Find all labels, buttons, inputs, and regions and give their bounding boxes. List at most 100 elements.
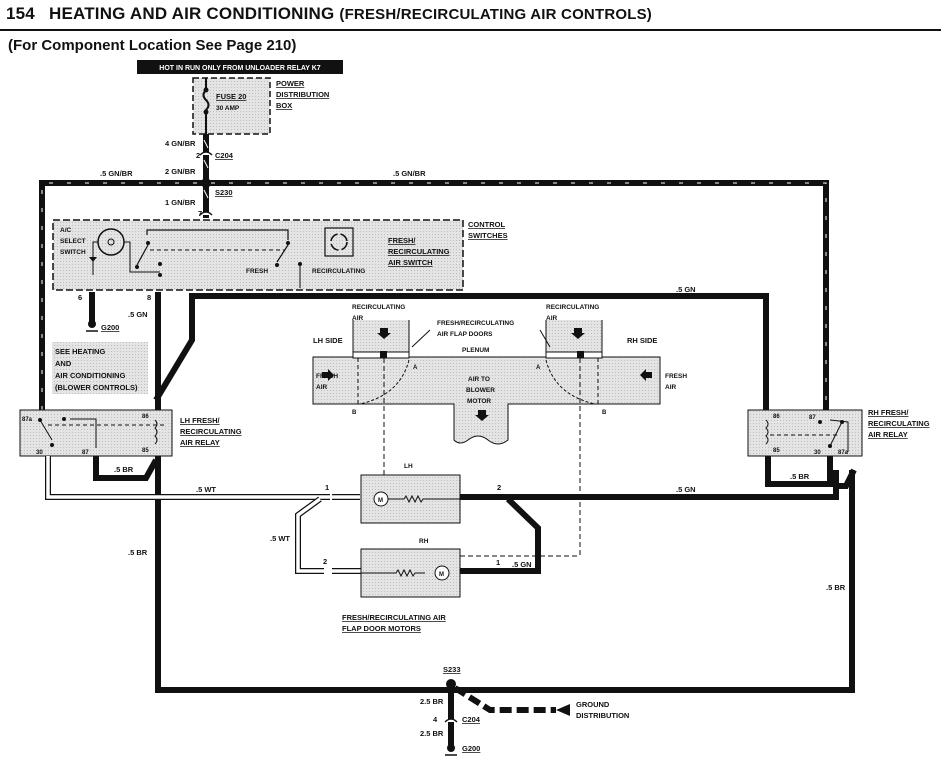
diagram-label: 86 [773, 414, 780, 420]
diagram-label: AIR [665, 384, 677, 391]
diode-icon [89, 257, 97, 262]
diagram-label: POWER [276, 79, 305, 88]
diagram-label: 87 [809, 415, 816, 421]
diagram-label: RECIRCULATING [352, 304, 405, 311]
arrow-right-icon [322, 369, 334, 381]
wire-label: .5 GN [128, 310, 148, 319]
page-subtitle: (FRESH/RECIRCULATING AIR CONTROLS) [339, 6, 652, 23]
diagram-label: RECIRCULATING [388, 247, 450, 256]
diagram-label: SEE HEATING [55, 347, 105, 356]
diagram-label: 85 [142, 448, 149, 454]
diagram-label: FLAP DOOR MOTORS [342, 624, 421, 633]
page-number: 154 [6, 4, 35, 23]
diagram-label: 87a [838, 450, 849, 456]
recirc-position-label: RECIRCULATING [312, 268, 365, 275]
diagram-label: AIR FLAP DOORS [437, 331, 493, 338]
control-switches-box: A/C SELECT SWITCH FRESH RECIRCULATING FR… [52, 219, 464, 291]
diagram-label: AIR SWITCH [388, 258, 433, 267]
motor-icon [434, 565, 450, 581]
diagram-label: 85 [773, 448, 780, 454]
relay-coil-icon [765, 419, 769, 445]
diagram-label: AND [55, 359, 72, 368]
diagram-label: FRESH/ [388, 236, 416, 245]
wire-label: 2 GN/BR [165, 167, 196, 176]
rh-relay: 86 85 87 30 87a [747, 409, 863, 457]
wire-label: .5 GN/BR [100, 169, 133, 178]
wt-wires [45, 456, 362, 574]
wire-label: 4 GN/BR [165, 139, 196, 148]
diagram-label: B [602, 410, 607, 416]
s233-label: S233 [443, 665, 461, 674]
diagram-label: AIR [316, 384, 328, 391]
arrow-down-icon [571, 328, 585, 339]
see-blower-note: SEE HEATING AND AIR CONDITIONING (BLOWER… [52, 342, 148, 394]
diagram-label: MOTOR [467, 398, 491, 405]
relay-coil-wire [153, 293, 769, 410]
diagram-label: 4 [433, 715, 438, 724]
wire-label: .5 BR [790, 472, 810, 481]
rh-flap-door [545, 351, 603, 359]
diagram-label: 87 [82, 450, 89, 456]
c204-connector-icon [199, 151, 213, 156]
diagram-label: 6 [78, 293, 82, 302]
diagram-label: DISTRIBUTION [576, 711, 629, 720]
diagram-label: B [352, 410, 357, 416]
diagram-label: SWITCH [60, 249, 86, 256]
diagram-label: AIR TO [468, 376, 490, 383]
diagram-label: RH [419, 538, 429, 545]
diagram-label: 30 [36, 450, 43, 456]
header-rule [0, 29, 941, 31]
rh-side-label: RH SIDE [627, 336, 657, 345]
wire-label: .5 BR [114, 465, 134, 474]
wire-label: 2.5 BR [420, 697, 444, 706]
ground-distribution-label: GROUND [576, 700, 610, 709]
lh-relay-label: LH FRESH/ [180, 416, 221, 425]
diagram-label: SELECT [60, 238, 86, 245]
g200-bottom-label: G200 [462, 744, 480, 753]
wire-label: .5 WT [196, 485, 216, 494]
diagram-label: M [439, 572, 444, 578]
diagram-label: SWITCHES [468, 231, 508, 240]
power-banner: HOT IN RUN ONLY FROM UNLOADER RELAY K7 [137, 60, 343, 74]
diagram-label: RECIRCULATING [868, 419, 930, 428]
arrow-left-icon [640, 369, 652, 381]
arrow-down-icon [377, 328, 391, 339]
lh-relay: 87a 30 87 86 85 [19, 409, 173, 457]
diagram-label: 30 [814, 450, 821, 456]
arrow-down-icon [475, 410, 489, 421]
br-ground-wire [155, 292, 855, 693]
ground-icon [447, 744, 455, 752]
power-box-label: POWER DISTRIBUTION BOX [276, 79, 329, 110]
diagram-label: 2 [323, 557, 327, 566]
diagram-label: FRESH/RECIRCULATING [437, 320, 514, 327]
relay-coil-icon [154, 419, 158, 445]
wire-label: .5 GN [676, 485, 696, 494]
diagram-label: HOT IN RUN ONLY FROM UNLOADER RELAY K7 [159, 65, 321, 72]
s230-label: S230 [215, 188, 233, 197]
diagram-label: RECIRCULATING [180, 427, 242, 436]
diagram-label: BLOWER [466, 387, 495, 394]
diagram-label: 1 [325, 483, 329, 492]
diagram-label: 2 [497, 483, 501, 492]
ground-distribution-wire [453, 685, 556, 713]
wire-label: .5 BR [826, 583, 846, 592]
component-location-note: (For Component Location See Page 210) [8, 37, 297, 54]
rh-relay-label: RH FRESH/ [868, 408, 909, 417]
diagram-label: 1 [496, 558, 500, 567]
diagram-label: 7 [198, 209, 202, 218]
diagram-label: M [378, 498, 383, 504]
fresh-position-label: FRESH [246, 268, 268, 275]
fuse-rating: 30 AMP [216, 105, 240, 112]
flap-motors-label: FRESH/RECIRCULATING AIR [342, 613, 446, 622]
diagram-label: A [413, 365, 418, 371]
wire-label: .5 BR [128, 548, 148, 557]
ground-icon [88, 320, 96, 328]
diagram-label: FRESH [665, 373, 687, 380]
diagram-label: FRESH [316, 373, 338, 380]
diagram-label: LH [404, 463, 413, 470]
g200-label: G200 [101, 323, 119, 332]
diagram-label: 8 [147, 293, 151, 302]
wire-label: 2.5 BR [420, 729, 444, 738]
diagram-label: 87a [22, 417, 33, 423]
